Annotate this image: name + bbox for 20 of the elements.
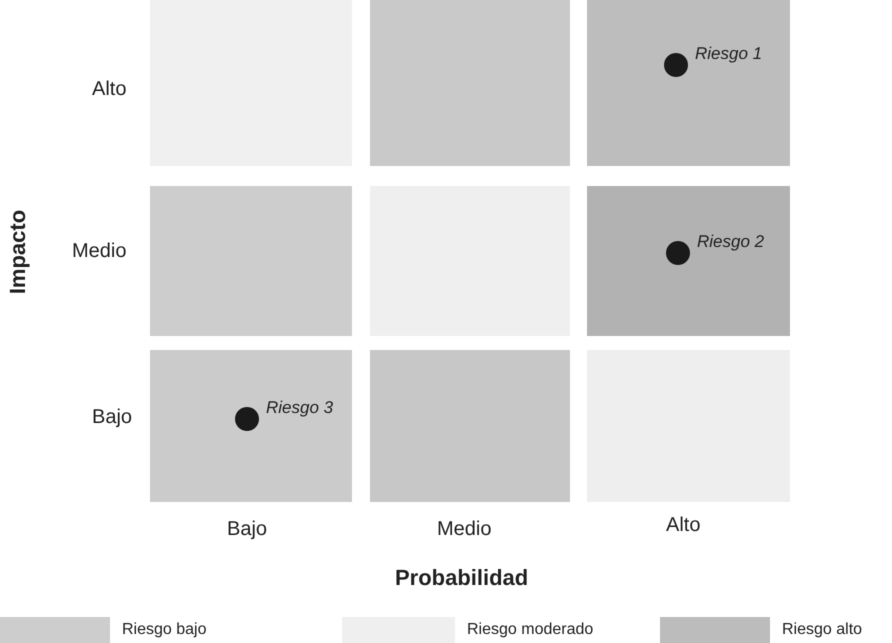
legend-label: Riesgo alto	[782, 621, 862, 639]
axis-title: Probabilidad	[395, 565, 528, 591]
matrix-cell	[150, 186, 352, 336]
matrix-cell	[370, 350, 570, 502]
axis-tick-label: Medio	[437, 518, 492, 541]
axis-tick-label: Medio	[72, 240, 126, 263]
matrix-cell	[587, 186, 790, 336]
axis-title: Impacto	[5, 210, 31, 294]
matrix-cell	[587, 0, 790, 166]
matrix-cell	[370, 0, 570, 166]
axis-tick-label: Bajo	[92, 406, 132, 429]
legend-label: Riesgo moderado	[467, 621, 594, 639]
axis-tick-label: Bajo	[227, 518, 268, 541]
risk-label: Riesgo 2	[697, 231, 767, 253]
legend-label: Riesgo bajo	[122, 621, 206, 639]
axis-tick-label: Alto	[92, 78, 126, 101]
axis-tick-label: Alto	[666, 514, 700, 537]
matrix-cell	[150, 350, 352, 502]
risk-label: Riesgo 1	[695, 43, 765, 65]
risk-label: Riesgo 3	[266, 397, 336, 419]
